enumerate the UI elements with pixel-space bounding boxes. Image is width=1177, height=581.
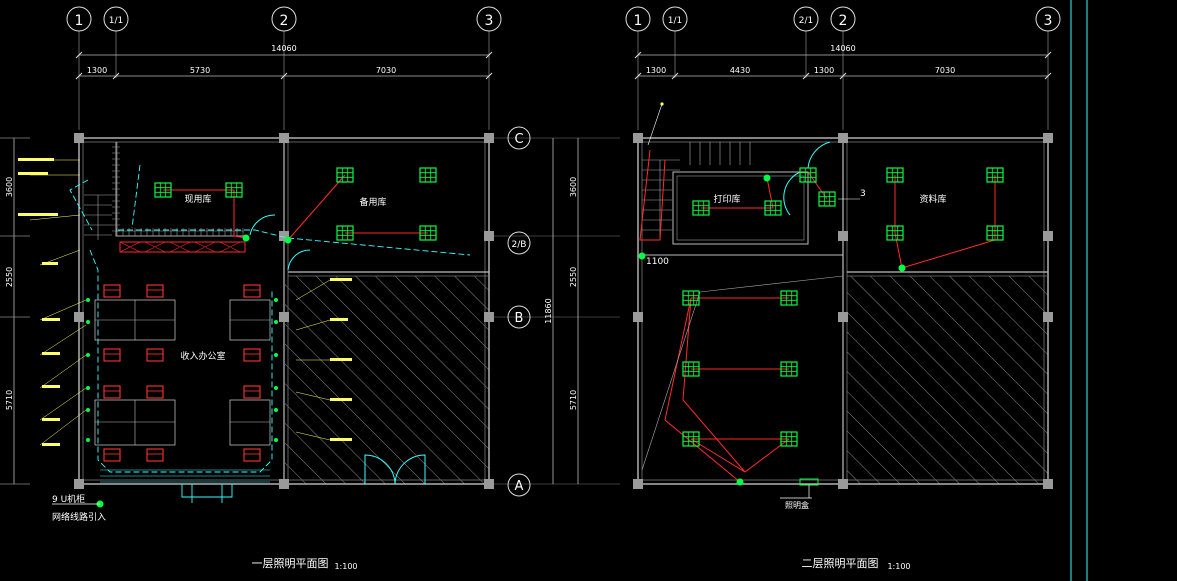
room-label: 备用库 <box>359 196 386 208</box>
axis-bubble: 1/1 <box>662 6 688 32</box>
side-dimension: 5710 <box>5 390 14 410</box>
rack-note: 9 U机柜 <box>52 493 85 505</box>
segment-dimension: 4430 <box>730 66 750 75</box>
switch-point <box>736 478 744 486</box>
note-tag <box>18 158 352 446</box>
axis-bubble: 1/1 <box>103 6 129 32</box>
svg-text:1: 1 <box>75 13 84 29</box>
svg-text:2/1: 2/1 <box>799 16 813 26</box>
axis-bubble-2b: 2/B <box>512 240 527 250</box>
svg-text:1: 1 <box>634 13 643 29</box>
door-swing <box>249 214 276 236</box>
total-dimension: 14060 <box>271 44 296 53</box>
switch-point <box>638 252 646 260</box>
structural-columns <box>74 133 494 489</box>
axis-bubble: 2 <box>271 6 297 32</box>
side-dimension: 5710 <box>569 390 578 410</box>
office-workstations <box>94 284 271 462</box>
segment-dimension: 7030 <box>935 66 955 75</box>
floor1-title: 一层照明平面图 <box>252 557 329 570</box>
lighting-panel-label: 照明盒 <box>785 500 809 510</box>
side-total-dimension: 11860 <box>544 298 553 323</box>
cabinet-row <box>119 241 246 253</box>
axis-bubble: 1 <box>625 6 651 32</box>
switch-point <box>763 174 771 182</box>
svg-text:1/1: 1/1 <box>668 16 682 26</box>
room-label: 打印库 <box>713 193 740 205</box>
segment-dimension: 1300 <box>646 66 666 75</box>
dimension-label: 1100 <box>646 257 669 267</box>
svg-text:3: 3 <box>485 13 494 29</box>
segment-dimension: 5730 <box>190 66 210 75</box>
double-door <box>364 454 426 485</box>
network-entry-note: 网络线路引入 <box>52 511 106 523</box>
switch-point <box>242 234 250 242</box>
svg-text:1/1: 1/1 <box>109 16 123 26</box>
axis-bubble: 1 <box>66 6 92 32</box>
hatched-area <box>847 276 1048 484</box>
hatched-area <box>285 276 489 484</box>
total-dimension: 14060 <box>830 44 855 53</box>
luminaire <box>419 167 437 183</box>
segment-dimension: 7030 <box>376 66 396 75</box>
switch-point <box>898 264 906 272</box>
floor2-title: 二层照明平面图 <box>802 557 879 570</box>
door-swing <box>807 141 831 169</box>
floor2-scale: 1:100 <box>887 562 910 571</box>
axis-bubble-c: C <box>514 132 523 147</box>
axis-bubble: 2/1 <box>793 6 819 32</box>
floor1-scale: 1:100 <box>334 562 357 571</box>
floor2-plan: 1 1/1 2/1 2 3 14060 1300 4430 1300 7030 <box>625 6 1061 571</box>
side-dimension: 3600 <box>569 177 578 197</box>
axis-bubble: 3 <box>476 6 502 32</box>
side-axis-column: C 2/B B A 11860 3600 2550 5710 <box>494 126 620 497</box>
room-label: 资料库 <box>919 193 946 205</box>
data-cable-run <box>69 164 471 473</box>
room-label: 现用库 <box>184 193 211 205</box>
side-dimension: 3600 <box>5 177 14 197</box>
segment-dimension: 1300 <box>87 66 107 75</box>
axis-bubble: 3 <box>1035 6 1061 32</box>
axis-bubble-b: B <box>515 311 524 326</box>
lighting-circuit <box>163 174 428 241</box>
axis-bubble: 2 <box>830 6 856 32</box>
segment-dimension: 1300 <box>814 66 834 75</box>
side-dimension: 2550 <box>5 267 14 287</box>
outlet-points <box>86 298 278 442</box>
svg-text:3: 3 <box>1044 13 1053 29</box>
structural-columns <box>633 133 1053 489</box>
svg-text:2: 2 <box>839 13 848 29</box>
callout-label: 3 <box>860 189 866 199</box>
room-label: 收入办公室 <box>180 350 225 362</box>
floor1-plan: 1 1/1 2 3 14060 1300 5730 7030 3600 2550… <box>0 6 502 571</box>
axis-bubble-a: A <box>515 479 524 494</box>
svg-text:2: 2 <box>280 13 289 29</box>
switch-point <box>284 236 292 244</box>
side-dimension: 2550 <box>569 267 578 287</box>
